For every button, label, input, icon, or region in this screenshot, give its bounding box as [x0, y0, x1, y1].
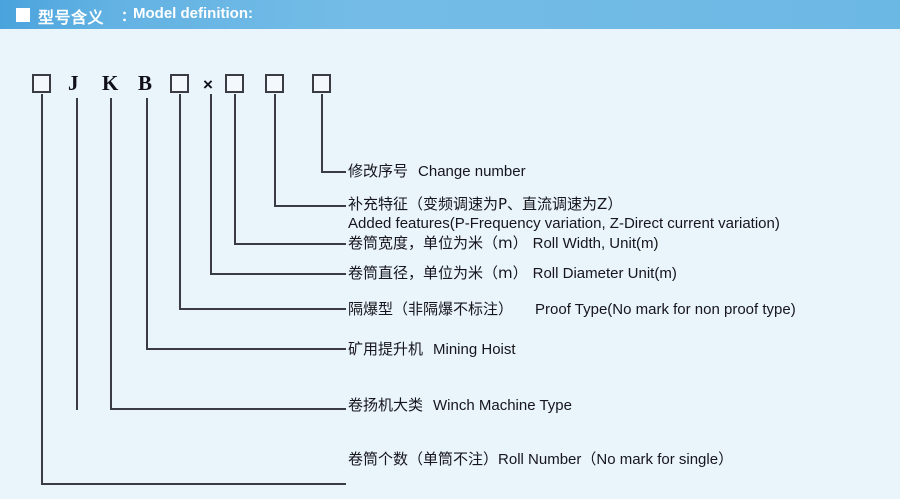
- callout-proof-type-en: Proof Type(No mark for non proof type): [535, 301, 796, 318]
- code-box-roll-number: [32, 74, 51, 93]
- leader-line-j-vertical: [76, 98, 78, 410]
- leader-line-roll-diameter-vertical: [210, 94, 212, 275]
- leader-line-mining-hoist-vertical: [146, 98, 148, 350]
- callout-proof-type: 隔爆型（非隔爆不标注） Proof Type(No mark for non pr…: [348, 300, 796, 319]
- callout-roll-width-en: Roll Width, Unit(m): [532, 235, 659, 252]
- leader-line-change-number-horizontal: [321, 171, 346, 173]
- callout-roll-number-cn: 卷筒个数（单筒不注）: [348, 450, 499, 468]
- callout-change-number: 修改序号 Change number: [348, 162, 526, 181]
- code-box-roll-diameter: [225, 74, 244, 93]
- callout-proof-type-cn: 隔爆型（非隔爆不标注）: [348, 300, 514, 318]
- leader-line-proof-type-vertical: [179, 94, 181, 310]
- code-box-roll-width: [265, 74, 284, 93]
- leader-line-roll-width-vertical: [234, 94, 236, 245]
- callout-added-features-en: Added features(P-Frequency variation, Z-…: [348, 215, 780, 232]
- code-letter-b: B: [138, 71, 153, 95]
- callout-roll-diameter-cn: 卷筒直径，单位为米（m）: [348, 264, 528, 282]
- callout-roll-number: 卷筒个数（单筒不注）Roll Number（No mark for single…: [348, 450, 733, 469]
- leader-line-roll-number-vertical: [41, 94, 43, 485]
- leader-line-winch-type-vertical: [110, 98, 112, 410]
- code-letter-k: K: [102, 71, 119, 95]
- code-box-change-number: [312, 74, 331, 93]
- callout-roll-width: 卷筒宽度，单位为米（m）Roll Width, Unit(m): [348, 234, 658, 253]
- callout-winch-machine-type-cn: 卷扬机大类: [348, 396, 424, 414]
- header-bar: 型号含义 ： Model definition:: [0, 0, 900, 29]
- callout-added-features-cn: 补充特征（变频调速为P、直流调速为Z）: [348, 195, 623, 213]
- callout-change-number-en: Change number: [418, 163, 526, 180]
- callout-winch-machine-type-en: Winch Machine Type: [433, 397, 572, 414]
- header-title-english: Model definition:: [133, 5, 253, 22]
- leader-line-roll-diameter-horizontal: [210, 273, 346, 275]
- callout-change-number-cn: 修改序号: [348, 162, 409, 180]
- leader-line-winch-type-horizontal: [110, 408, 346, 410]
- callout-roll-width-cn: 卷筒宽度，单位为米（m）: [348, 234, 528, 252]
- callout-roll-number-en: Roll Number（No mark for single）: [498, 451, 734, 468]
- square-bullet-icon: [16, 8, 30, 22]
- header-colon: ：: [121, 8, 135, 24]
- leader-line-roll-number-horizontal: [41, 483, 346, 485]
- leader-line-change-number-vertical: [321, 94, 323, 173]
- code-symbol-times: ×: [203, 75, 213, 94]
- callout-winch-machine-type: 卷扬机大类 Winch Machine Type: [348, 396, 572, 415]
- callout-added-features: 补充特征（变频调速为P、直流调速为Z）: [348, 195, 622, 214]
- callout-mining-hoist-cn: 矿用提升机: [348, 340, 424, 358]
- callout-mining-hoist-en: Mining Hoist: [433, 341, 516, 358]
- leader-line-added-features-vertical: [274, 94, 276, 207]
- callout-roll-diameter-en: Roll Diameter Unit(m): [532, 265, 677, 282]
- leader-line-mining-hoist-horizontal: [146, 348, 346, 350]
- code-letter-j: J: [68, 71, 79, 95]
- header-title-chinese: 型号含义: [38, 8, 105, 27]
- code-box-proof-type: [170, 74, 189, 93]
- leader-line-proof-type-horizontal: [179, 308, 346, 310]
- callout-roll-diameter: 卷筒直径，单位为米（m）Roll Diameter Unit(m): [348, 264, 677, 283]
- callout-mining-hoist: 矿用提升机 Mining Hoist: [348, 340, 516, 359]
- leader-line-added-features-horizontal: [274, 205, 346, 207]
- leader-line-roll-width-horizontal: [234, 243, 346, 245]
